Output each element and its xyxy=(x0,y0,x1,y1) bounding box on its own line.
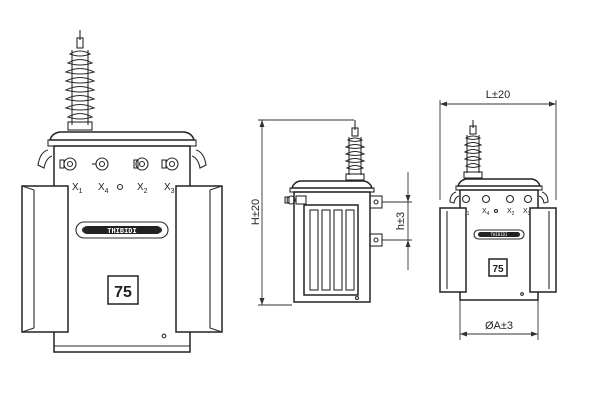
small-lv-terminals xyxy=(461,194,533,204)
cover-band xyxy=(47,139,197,147)
hv-bushing xyxy=(64,30,96,131)
small-brand-plate-text: THIBIDI xyxy=(491,232,508,237)
lv-terminal-x4 xyxy=(92,157,109,171)
ground-screw xyxy=(161,333,167,339)
side-radiator xyxy=(303,204,359,296)
lv-terminal-x1 xyxy=(59,157,77,171)
mounting-bracket-bottom xyxy=(369,233,383,247)
small-bushing xyxy=(463,120,483,179)
bracket-dim-text: h±3 xyxy=(395,212,407,230)
small-radiator-right xyxy=(529,207,557,293)
label-x4: X4 xyxy=(98,182,109,195)
lifting-lug-right xyxy=(191,149,207,169)
label-x2: X2 xyxy=(137,182,148,195)
radiator-left xyxy=(21,185,69,333)
brand-plate-text: THIBIDI xyxy=(107,227,137,235)
lv-terminal-x3 xyxy=(161,157,179,171)
side-tank xyxy=(293,191,371,303)
side-view: H±20 h±3 xyxy=(250,119,412,306)
small-front-view: X1 X4 X2 X3 THIBIDI 75 L±20 xyxy=(439,89,557,340)
side-bushing xyxy=(344,120,366,181)
bushing-sheds xyxy=(64,50,96,120)
small-label-x2: X2 xyxy=(507,208,515,217)
height-dim-text: H±20 xyxy=(250,199,262,225)
small-rating-plate-text: 75 xyxy=(492,264,504,275)
ground-dot xyxy=(116,183,124,191)
mounting-bracket-top xyxy=(369,195,383,209)
label-x3: X3 xyxy=(164,182,175,195)
tank-body xyxy=(53,145,191,353)
tank-cover xyxy=(49,131,195,141)
small-tank-body xyxy=(459,189,539,301)
front-view: X1 X4 X2 X3 THIBIDI 75 xyxy=(21,30,223,353)
small-rating-plate: 75 xyxy=(488,258,508,277)
brand-plate: THIBIDI xyxy=(75,221,169,239)
small-label-x3: X3 xyxy=(523,208,531,217)
lifting-lug-left xyxy=(37,149,53,169)
bracket-dimension: h±3 xyxy=(382,172,412,270)
label-x1: X1 xyxy=(72,182,83,195)
width-dim-text: L±20 xyxy=(486,89,510,101)
base-dimension: ØA±3 xyxy=(459,300,539,340)
lv-terminal-x2 xyxy=(133,157,149,171)
rating-plate-text: 75 xyxy=(114,284,132,301)
height-dimension: H±20 xyxy=(250,119,354,306)
width-dimension: L±20 xyxy=(439,89,557,200)
small-label-x4: X4 xyxy=(482,208,490,217)
base-dim-text: ØA±3 xyxy=(485,320,513,332)
small-radiator-left xyxy=(439,207,467,293)
rating-plate: 75 xyxy=(107,275,139,305)
radiator-right xyxy=(175,185,223,333)
small-brand-plate: THIBIDI xyxy=(473,229,525,240)
